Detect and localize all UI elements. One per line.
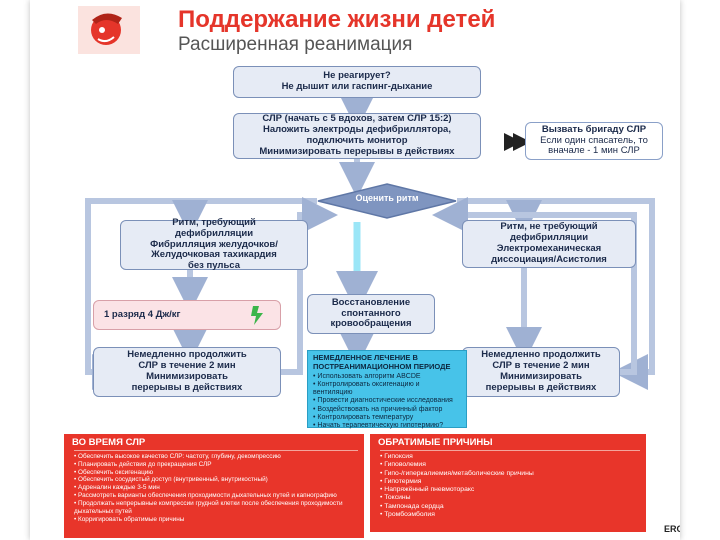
continue-left-line: Немедленно продолжить xyxy=(127,349,247,361)
cpr-line: подключить монитор xyxy=(306,135,408,146)
call-team-line: вначале - 1 мин СЛР xyxy=(548,145,640,157)
reversible-cause-item: Гипоксия xyxy=(380,453,640,461)
continue-left-line: СЛР в течение 2 мин xyxy=(138,360,236,372)
assess-rhythm-label: Оценить ритм xyxy=(355,193,419,203)
during-cpr-item: Обеспечить оксигенацию xyxy=(74,469,358,477)
continue-right-line: СЛР в течение 2 мин xyxy=(492,360,590,372)
continue-left-line: Минимизировать xyxy=(146,371,228,382)
post-resus-item: Контролировать температуру xyxy=(313,414,461,422)
shock-box: 1 разряд 4 Дж/кг xyxy=(93,300,281,330)
shockable-rhythm-box: Ритм, требующий дефибрилляции Фибрилляци… xyxy=(120,216,308,272)
continue-right-line: перерывы в действиях xyxy=(485,381,597,393)
page-title: Поддержание жизни детей xyxy=(178,6,496,33)
non-shockable-rhythm-box: Ритм, не требующий дефибрилляции Электро… xyxy=(462,220,636,268)
non-shockable-line: дефибрилляции xyxy=(509,232,589,244)
cpr-start-box: СЛР (начать с 5 вдохов, затем СЛР 15:2) … xyxy=(233,113,481,159)
during-cpr-item: Планировать действия до прекращения СЛР xyxy=(74,461,358,469)
shockable-line: Желудочковая тахикардия xyxy=(151,249,277,261)
during-cpr-item: Адреналин каждые 3-5 мин xyxy=(74,484,358,492)
continue-right-line: Минимизировать xyxy=(500,371,582,382)
unresponsive-line: Не дышит или гаспинг-дыхание xyxy=(281,81,433,92)
non-shockable-line: Ритм, не требующий xyxy=(500,221,598,233)
assess-rhythm-diamond xyxy=(317,183,457,219)
reversible-cause-item: Напряжённый пневмоторакс xyxy=(380,486,640,494)
reversible-cause-item: Тампонада сердца xyxy=(380,503,640,511)
post-resuscitation-box: НЕМЕДЛЕННОЕ ЛЕЧЕНИЕ В ПОСТРЕАНИМАЦИОННОМ… xyxy=(307,350,467,431)
cpr-line: Наложить электроды дефибриллятора, xyxy=(263,124,451,136)
reversible-causes-body: Гипоксия Гиповолемия Гипо-/гиперкалиемия… xyxy=(380,450,640,528)
during-cpr-title: ВО ВРЕМЯ СЛР xyxy=(72,437,146,448)
post-resus-item: Контролировать оксигенацию и вентиляцию xyxy=(313,381,461,398)
during-cpr-item: Обеспечить сосудистый доступ (внутривенн… xyxy=(74,476,358,484)
during-cpr-item: Рассмотреть варианты обеспечения проходи… xyxy=(74,492,358,500)
post-resus-title: НЕМЕДЛЕННОЕ ЛЕЧЕНИЕ В xyxy=(313,353,418,362)
lightning-bolt-icon xyxy=(251,306,263,325)
during-cpr-item: Продолжать непрерывные компрессии грудно… xyxy=(74,500,358,516)
post-resus-item: Воздействовать на причинный фактор xyxy=(313,406,461,414)
slide: Поддержание жизни детей Расширенная реан… xyxy=(30,0,680,540)
rosc-box: Восстановление спонтанного кровообращени… xyxy=(307,294,435,334)
shockable-line: Фибрилляция желудочков/ xyxy=(150,238,278,250)
cpr-line: СЛР (начать с 5 вдохов, затем СЛР 15:2) xyxy=(262,113,452,125)
shockable-line: Ритм, требующий xyxy=(172,216,256,228)
reversible-cause-item: Гипотермия xyxy=(380,478,640,486)
post-resus-list: Использовать алгоритм ABCDE Контролирова… xyxy=(313,373,461,431)
during-cpr-item: Обеспечить высокое качество СЛР: частоту… xyxy=(74,453,358,461)
post-resus-item: Использовать алгоритм ABCDE xyxy=(313,373,461,381)
shockable-line: без пульса xyxy=(188,260,240,272)
child-resuscitation-logo xyxy=(78,6,140,54)
rosc-line: спонтанного xyxy=(341,307,401,319)
reversible-causes-list: Гипоксия Гиповолемия Гипо-/гиперкалиемия… xyxy=(380,453,640,519)
shock-label: 1 разряд 4 Дж/кг xyxy=(104,308,181,320)
non-shockable-line: Электромеханическая xyxy=(496,243,602,254)
during-cpr-item: Корригировать обратимые причины xyxy=(74,516,358,524)
call-team-line: Вызвать бригаду СЛР xyxy=(541,123,647,135)
reversible-cause-item: Токсины xyxy=(380,494,640,502)
shockable-line: дефибрилляции xyxy=(174,227,254,239)
reversible-causes-title: ОБРАТИМЫЕ ПРИЧИНЫ xyxy=(378,437,493,448)
post-resus-item: Провести диагностические исследования xyxy=(313,397,461,405)
continue-cpr-right-box: Немедленно продолжить СЛР в течение 2 ми… xyxy=(462,347,620,397)
call-team-line: Если один спасатель, то xyxy=(540,134,648,146)
continue-left-line: перерывы в действиях xyxy=(131,381,243,393)
page-subtitle: Расширенная реанимация xyxy=(178,34,413,55)
during-cpr-body: Обеспечить высокое качество СЛР: частоту… xyxy=(74,450,358,534)
reversible-causes-panel: ОБРАТИМЫЕ ПРИЧИНЫ Гипоксия Гиповолемия Г… xyxy=(370,434,646,532)
post-resus-item: Начать терапевтическую гипотермию? xyxy=(313,422,461,430)
unresponsive-line: Не реагирует? xyxy=(323,70,391,82)
non-shockable-line: диссоциация/Асистолия xyxy=(491,253,607,265)
erc-mark: ERC xyxy=(664,524,680,534)
call-team-box: Вызвать бригаду СЛР Если один спасатель,… xyxy=(525,122,663,160)
reversible-cause-item: Гипо-/гиперкалиемия/метаболические причи… xyxy=(380,470,640,478)
reversible-cause-item: Тромбоэмболия xyxy=(380,511,640,519)
unresponsive-box: Не реагирует? Не дышит или гаспинг-дыхан… xyxy=(233,66,481,98)
rosc-line: кровообращения xyxy=(330,318,412,330)
continue-cpr-left-box: Немедленно продолжить СЛР в течение 2 ми… xyxy=(93,347,281,397)
rosc-line: Восстановление xyxy=(331,296,411,308)
reversible-cause-item: Гиповолемия xyxy=(380,461,640,469)
during-cpr-panel: ВО ВРЕМЯ СЛР Обеспечить высокое качество… xyxy=(64,434,364,538)
post-resus-title: ПОСТРЕАНИМАЦИОННОМ ПЕРИОДЕ xyxy=(313,361,451,371)
cpr-line: Минимизировать перерывы в действиях xyxy=(259,145,455,157)
during-cpr-list: Обеспечить высокое качество СЛР: частоту… xyxy=(74,453,358,523)
continue-right-line: Немедленно продолжить xyxy=(481,349,601,361)
